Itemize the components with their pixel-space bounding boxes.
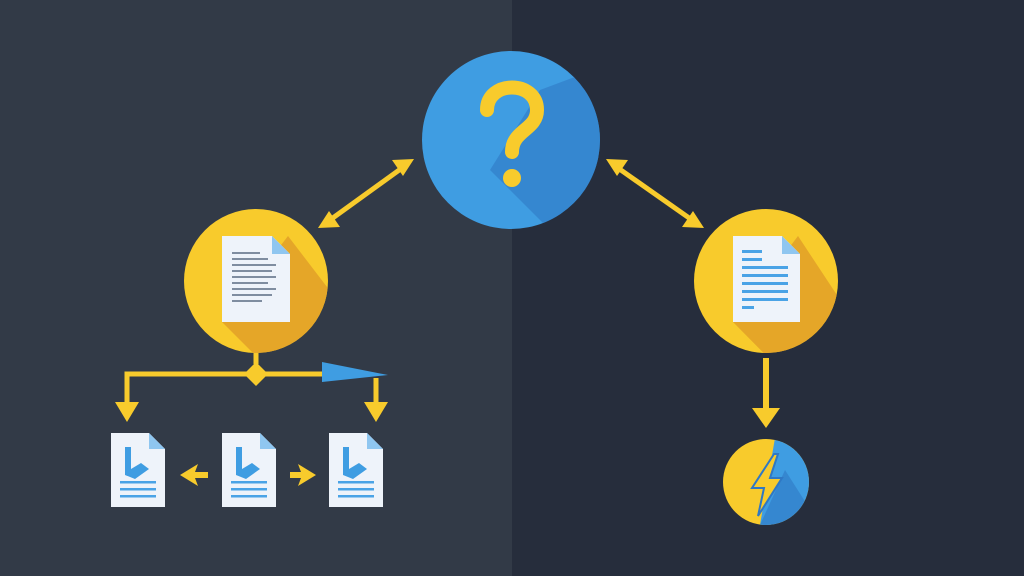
double-arrow-right — [606, 159, 704, 228]
blue-arrowhead — [322, 362, 388, 382]
question-mark-icon — [480, 80, 545, 187]
small-arrow-left — [180, 464, 208, 486]
down-arrow-right — [752, 358, 780, 428]
arrowhead-left-down — [115, 402, 139, 422]
small-arrow-right — [290, 464, 316, 486]
document-icon — [733, 236, 800, 322]
bing-document-icon — [111, 433, 165, 507]
diamond-junction — [244, 362, 268, 386]
branch-connector — [115, 353, 388, 422]
lightning-icon — [750, 453, 784, 517]
document-icon — [222, 236, 290, 322]
bing-document-icon — [222, 433, 276, 507]
question-node — [422, 51, 600, 229]
bing-document-icon — [329, 433, 383, 507]
document-node-right — [694, 209, 838, 353]
document-node-left — [184, 209, 328, 353]
arrowhead-right-down — [364, 402, 388, 422]
double-arrow-left — [318, 159, 414, 228]
